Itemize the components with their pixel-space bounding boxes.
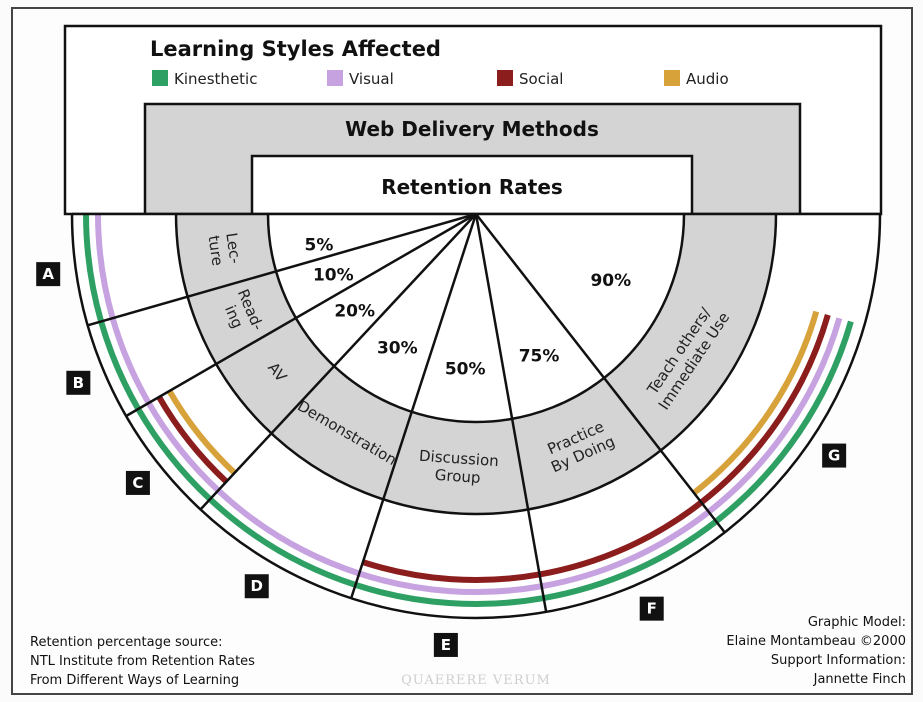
- style-arc-f-kinesthetic: [543, 518, 718, 602]
- method-label-a-line: ture: [205, 234, 227, 267]
- legend-label-kinesthetic: Kinesthetic: [174, 70, 257, 88]
- source-line: Retention percentage source:: [30, 635, 223, 650]
- segment-divider: [87, 212, 477, 327]
- style-arc-e-social: [361, 559, 541, 583]
- retention-e: 50%: [445, 360, 486, 380]
- retention-title: Retention Rates: [381, 175, 563, 199]
- methods-outer-arc: [174, 213, 778, 516]
- badge-letter-b: B: [73, 374, 84, 392]
- retention-f: 75%: [519, 347, 560, 367]
- style-arc-a-kinesthetic: [83, 213, 104, 323]
- badge-box-a: [36, 262, 61, 287]
- credit-note: Graphic Model: Elaine Montambeau ©2000Sup…: [726, 615, 906, 687]
- segment-divider: [349, 213, 478, 599]
- badge-a: A: [36, 262, 61, 287]
- style-arc-e-visual: [358, 570, 543, 595]
- style-arc-g-audio: [692, 310, 820, 496]
- source-line: NTL Institute from Retention Rates: [30, 654, 255, 669]
- badge-letter-e: E: [441, 636, 451, 654]
- badge-box-b: [66, 370, 91, 395]
- badge-box-e: [433, 632, 458, 657]
- retention-arc: [266, 213, 686, 424]
- badge-f: F: [639, 596, 664, 621]
- badge-box-d: [244, 574, 269, 599]
- retention-g: 90%: [590, 271, 631, 291]
- credit-line: Graphic Model:: [808, 615, 906, 630]
- segment-divider: [475, 213, 726, 534]
- badge-letter-c: C: [132, 474, 143, 492]
- method-label-a: Lec-ture: [205, 232, 245, 267]
- style-arc-e-kinesthetic: [354, 582, 545, 607]
- credit-line: Elaine Montambeau ©2000: [726, 634, 906, 649]
- retention-disc: [268, 214, 684, 422]
- source-line: From Different Ways of Learning: [30, 673, 239, 688]
- badge-d: D: [244, 574, 269, 599]
- style-arc-f-visual: [541, 509, 711, 590]
- badge-b: B: [66, 370, 91, 395]
- outer-arc: [70, 213, 882, 620]
- legend-label-visual: Visual: [349, 70, 394, 88]
- legend-label-social: Social: [519, 70, 563, 88]
- style-arc-b-visual: [109, 317, 152, 405]
- segment-divider: [125, 212, 477, 418]
- web-delivery-title: Web Delivery Methods: [345, 117, 599, 141]
- segment-divider: [474, 213, 548, 613]
- style-arc-g-social: [699, 314, 831, 505]
- segment-divider: [199, 213, 477, 511]
- source-note: Retention percentage source: NTL Institut…: [30, 635, 255, 688]
- badge-g: G: [822, 443, 847, 468]
- style-arc-c-social: [156, 395, 229, 484]
- style-arc-g-kinesthetic: [714, 320, 854, 524]
- retention-c: 20%: [334, 301, 375, 321]
- badge-letter-g: G: [828, 447, 840, 465]
- style-arc-b-kinesthetic: [98, 320, 141, 411]
- badge-box-g: [822, 443, 847, 468]
- badge-letter-a: A: [42, 265, 54, 283]
- badge-letter-f: F: [647, 600, 657, 618]
- legend: Kinesthetic Visual Social Audio: [152, 70, 729, 88]
- method-label-e-line: Group: [434, 466, 481, 487]
- badge-letter-d: D: [251, 577, 263, 595]
- style-arc-g-visual: [706, 317, 843, 515]
- legend-swatch-audio: [664, 70, 680, 86]
- style-arc-c-audio: [166, 389, 237, 476]
- style-arc-a-visual: [95, 213, 116, 320]
- badge-c: C: [125, 470, 150, 495]
- style-arc-c-visual: [146, 401, 221, 493]
- retention-b: 10%: [313, 266, 354, 286]
- legend-swatch-social: [497, 70, 513, 86]
- legend-swatch-kinesthetic: [152, 70, 168, 86]
- legend-title: Learning Styles Affected: [150, 37, 441, 61]
- legend-label-audio: Audio: [686, 70, 729, 88]
- method-label-a-line: Lec-: [222, 232, 244, 265]
- retention-a: 5%: [305, 236, 334, 256]
- retention-d: 30%: [377, 339, 418, 359]
- style-arc-c-kinesthetic: [135, 407, 213, 502]
- badge-box-c: [125, 470, 150, 495]
- credit-line: Jannette Finch: [813, 672, 906, 687]
- style-arc-d-kinesthetic: [207, 497, 357, 588]
- legend-swatch-visual: [327, 70, 343, 86]
- badge-e: E: [433, 632, 458, 657]
- style-arc-d-visual: [216, 488, 361, 577]
- method-label-e-line: Discussion: [418, 447, 499, 471]
- badge-box-f: [639, 596, 664, 621]
- methods-ring: [176, 214, 776, 514]
- style-arc-f-social: [539, 500, 704, 578]
- credit-line: Support Information:: [771, 653, 906, 668]
- watermark: QUAERERE VERUM: [401, 673, 551, 688]
